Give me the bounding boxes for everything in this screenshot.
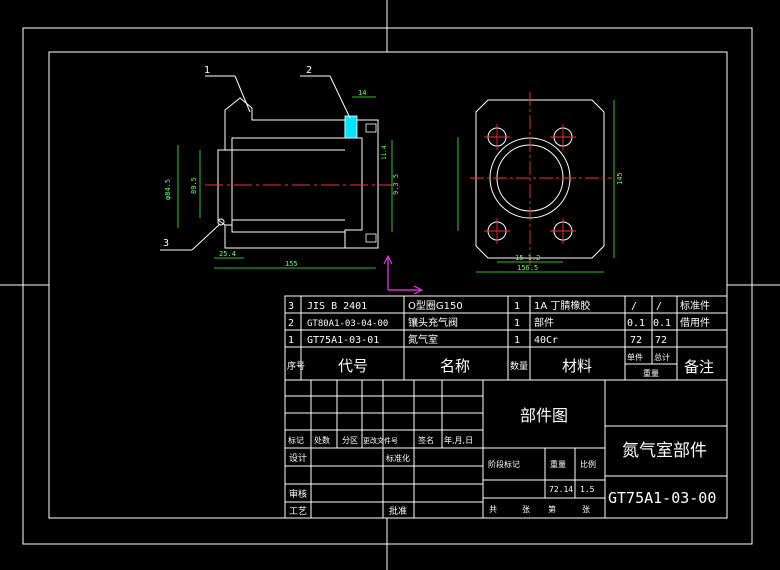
lower-port [365, 233, 377, 243]
bom-header-name: 名称 [440, 357, 470, 375]
title-block: 标记 处数 分区 更改文件号 签名 年,月,日 设计 标准化 审核 工艺 批准 … [284, 379, 728, 519]
tb-approve: 批准 [389, 505, 407, 517]
bom-row-1-qty: 1 [514, 335, 520, 346]
tb-total: 共 [489, 505, 497, 514]
tb-date: 年,月,日 [444, 435, 473, 445]
tb-review: 审核 [289, 488, 307, 500]
flange-plate [475, 99, 605, 259]
bom-row-2-note: 借用件 [680, 317, 710, 329]
leader-1 [234, 75, 251, 113]
dim-side-c: φ84.5 [164, 179, 172, 200]
flange-outline [217, 110, 226, 226]
bom-row-1-code: GT75A1-03-01 [307, 335, 379, 346]
bom-header-weight: 重量 [643, 368, 659, 378]
bom-row-2-w2: 0.1 [653, 318, 671, 329]
dim-total: 155 [285, 260, 298, 268]
dim-height: 145 [616, 172, 624, 185]
bom-row-2-no: 2 [288, 318, 294, 329]
bom-row-2-code: GT80A1-03-04-00 [307, 319, 388, 329]
tb-count: 处数 [314, 435, 330, 445]
bom-row-3-mat: 1A 丁腈橡胶 [534, 299, 590, 312]
bom-row-3-w2: / [656, 301, 662, 312]
tb-scale: 比例 [580, 459, 596, 469]
bom-header-no: 序号 [287, 360, 305, 372]
o-ring [217, 218, 225, 226]
tb-scale-val: 1.5 [580, 485, 595, 494]
tb-design: 设计 [289, 452, 307, 464]
leader-2 [329, 75, 351, 119]
tb-sign: 签名 [418, 435, 434, 445]
bom-row-3-no: 3 [288, 301, 294, 312]
lower-wall [224, 224, 346, 249]
drawing-number: GT75A1-03-00 [608, 489, 716, 507]
tb-sheets: 张 [522, 505, 530, 514]
bom-row-1-w2: 72 [655, 335, 667, 346]
bom-header-total: 总计 [654, 352, 670, 362]
tb-zone: 分区 [342, 436, 358, 445]
bom-header-code: 代号 [338, 357, 368, 375]
bom-row-3-code: JIS B 2401 [307, 301, 367, 312]
bom-header-single: 单件 [627, 352, 643, 362]
balloon-1: 1 [204, 65, 210, 76]
valve-part [344, 115, 358, 139]
upper-wall [224, 97, 346, 151]
dim-top: 14 [358, 89, 366, 97]
part-name: 氮气室部件 [622, 441, 707, 461]
bom-row-2-mat: 部件 [534, 316, 554, 329]
tb-weight: 重量 [550, 459, 566, 469]
dim-hole-h: 15 1.2 [515, 254, 540, 262]
bom-header-note: 备注 [684, 358, 714, 376]
ucs-icon [383, 254, 424, 295]
tb-change-doc: 更改文件号 [363, 436, 398, 445]
dim-width: 156.5 [517, 264, 538, 272]
bom-row-1-w1: 72 [630, 335, 642, 346]
dim-right-v2: 11.4 [381, 145, 388, 160]
tb-weight-val: 72.14 [549, 485, 573, 494]
balloon-2: 2 [306, 65, 312, 76]
dim-flange: 25.4 [219, 250, 236, 258]
bom-row-3-note: 标准件 [680, 300, 710, 312]
tb-process: 工艺 [289, 506, 307, 517]
bom-row-1-name: 氮气室 [408, 333, 438, 346]
dim-side-b: 89.5 [190, 177, 198, 194]
tb-stage: 阶段标记 [488, 459, 520, 469]
balloon-3: 3 [163, 238, 169, 249]
tb-standardize: 标准化 [386, 453, 410, 463]
section-view: 1 2 3 155 25.4 14 φ84.5 89.5 9.3 5 11.4 [160, 65, 400, 269]
tb-no: 第 [548, 504, 556, 514]
end-wall [344, 119, 379, 249]
bom-row-3-name: O型圈G150 [408, 299, 463, 312]
bom-row-3-qty: 1 [514, 301, 520, 312]
bom-row-1-no: 1 [288, 335, 294, 346]
front-view: 145 15 1.2 156.5 [457, 92, 624, 273]
bom-row-1-mat: 40Cr [534, 335, 558, 346]
valve-port [365, 123, 377, 133]
title-border [284, 379, 728, 519]
leader-3 [191, 223, 221, 251]
bom-row-3-w1: / [631, 301, 637, 312]
drawing-type: 部件图 [520, 406, 568, 425]
bom-table: 3 JIS B 2401 O型圈G150 1 1A 丁腈橡胶 / / 标准件 2… [284, 295, 728, 381]
bom-header-qty: 数量 [510, 360, 528, 372]
dim-right-v: 9.3 5 [392, 174, 400, 195]
bom-header-mat: 材料 [562, 357, 592, 375]
tb-sheet: 张 [582, 505, 590, 514]
tb-mark: 标记 [288, 435, 304, 445]
bom-row-2-qty: 1 [514, 318, 520, 329]
bom-row-2-w1: 0.1 [627, 318, 645, 329]
bom-row-2-name: 镶头充气阀 [408, 316, 458, 329]
